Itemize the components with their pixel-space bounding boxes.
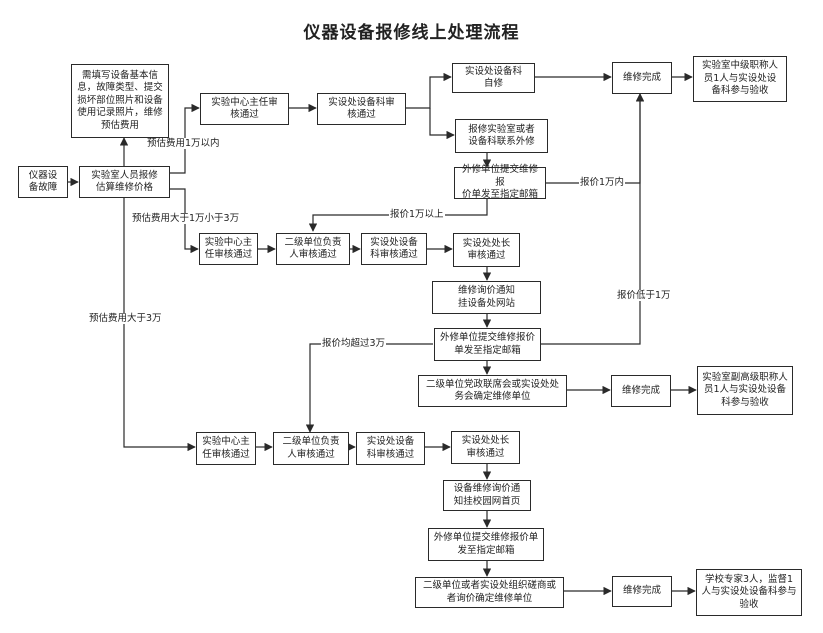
node-inquiry-notice-website: 维修询价通知 挂设备处网站 (432, 281, 541, 314)
node-repair-complete-3: 维修完成 (612, 576, 672, 607)
node-committee-decide-unit: 二级单位党政联席会或实设处处 务会确定维修单位 (418, 375, 567, 407)
node-secondary-unit-approve-2: 二级单位负责 人审核通过 (276, 233, 350, 265)
node-submit-quote-1: 外修单位提交维修报 价单发至指定邮箱 (454, 164, 546, 200)
node-center-director-approve-2: 实验中心主 任审核通过 (199, 233, 258, 265)
node-device-fault: 仪器设 备故障 (18, 166, 68, 198)
node-report-estimate: 实验室人员报修 估算维修价格 (79, 166, 170, 198)
node-division-head-approve-3: 实设处处长 审核通过 (451, 431, 520, 464)
node-repair-complete-2: 维修完成 (611, 375, 671, 407)
node-inquiry-notice-campus: 设备维修询价通 知挂校园网首页 (443, 480, 531, 511)
node-fill-info: 需填写设备基本信 息，故障类型、提交 损坏部位照片和设备 使用记录照片，维修 预… (71, 64, 169, 138)
node-negotiate-decide-unit: 二级单位或者实设处组织磋商或 者询价确定维修单位 (415, 577, 564, 608)
node-division-head-approve-2: 实设处处长 审核通过 (453, 233, 520, 267)
node-secondary-unit-approve-3: 二级单位负责 人审核通过 (273, 432, 349, 465)
edge-label-quote-below-10k: 报价低于1万 (616, 290, 672, 302)
node-acceptance-2: 实验室副高级职称人 员1人与实设处设备 科参与验收 (697, 366, 793, 415)
edge-label-estimate-over-30k: 预估费用大于3万 (88, 313, 163, 325)
node-equipment-dept-self-repair: 实设处设备科 自修 (452, 63, 535, 93)
edge-label-quote-over-10k: 报价1万以上 (389, 209, 445, 221)
edge-label-estimate-10k-30k: 预估费用大于1万小于3万 (131, 213, 241, 225)
node-acceptance-1: 实验室中级职称人 员1人与实设处设 备科参与验收 (693, 56, 787, 102)
node-center-director-approve-1: 实验中心主任审 核通过 (200, 93, 289, 125)
node-contact-external-repair: 报修实验室或者 设备科联系外修 (455, 119, 548, 153)
node-equipment-dept-approve-2: 实设处设备 科审核通过 (361, 233, 427, 265)
node-submit-quote-3: 外修单位提交维修报价单 发至指定邮箱 (428, 528, 544, 561)
node-equipment-dept-approve-1: 实设处设备科审 核通过 (317, 93, 406, 125)
node-repair-complete-1: 维修完成 (612, 62, 672, 94)
edge-label-quote-under-10k: 报价1万内 (579, 177, 626, 189)
edge-label-estimate-under-10k: 预估费用1万以内 (146, 138, 221, 150)
page-title: 仪器设备报修线上处理流程 (303, 23, 520, 43)
edge-label-quote-over-30k: 报价均超过3万 (321, 338, 387, 350)
node-center-director-approve-3: 实验中心主 任审核通过 (196, 432, 256, 465)
node-acceptance-3: 学校专家3人，监督1 人与实设处设备科参与 验收 (696, 569, 802, 616)
node-equipment-dept-approve-3: 实设处设备 科审核通过 (356, 432, 425, 465)
node-submit-quote-2: 外修单位提交维修报价 单发至指定邮箱 (434, 328, 541, 361)
